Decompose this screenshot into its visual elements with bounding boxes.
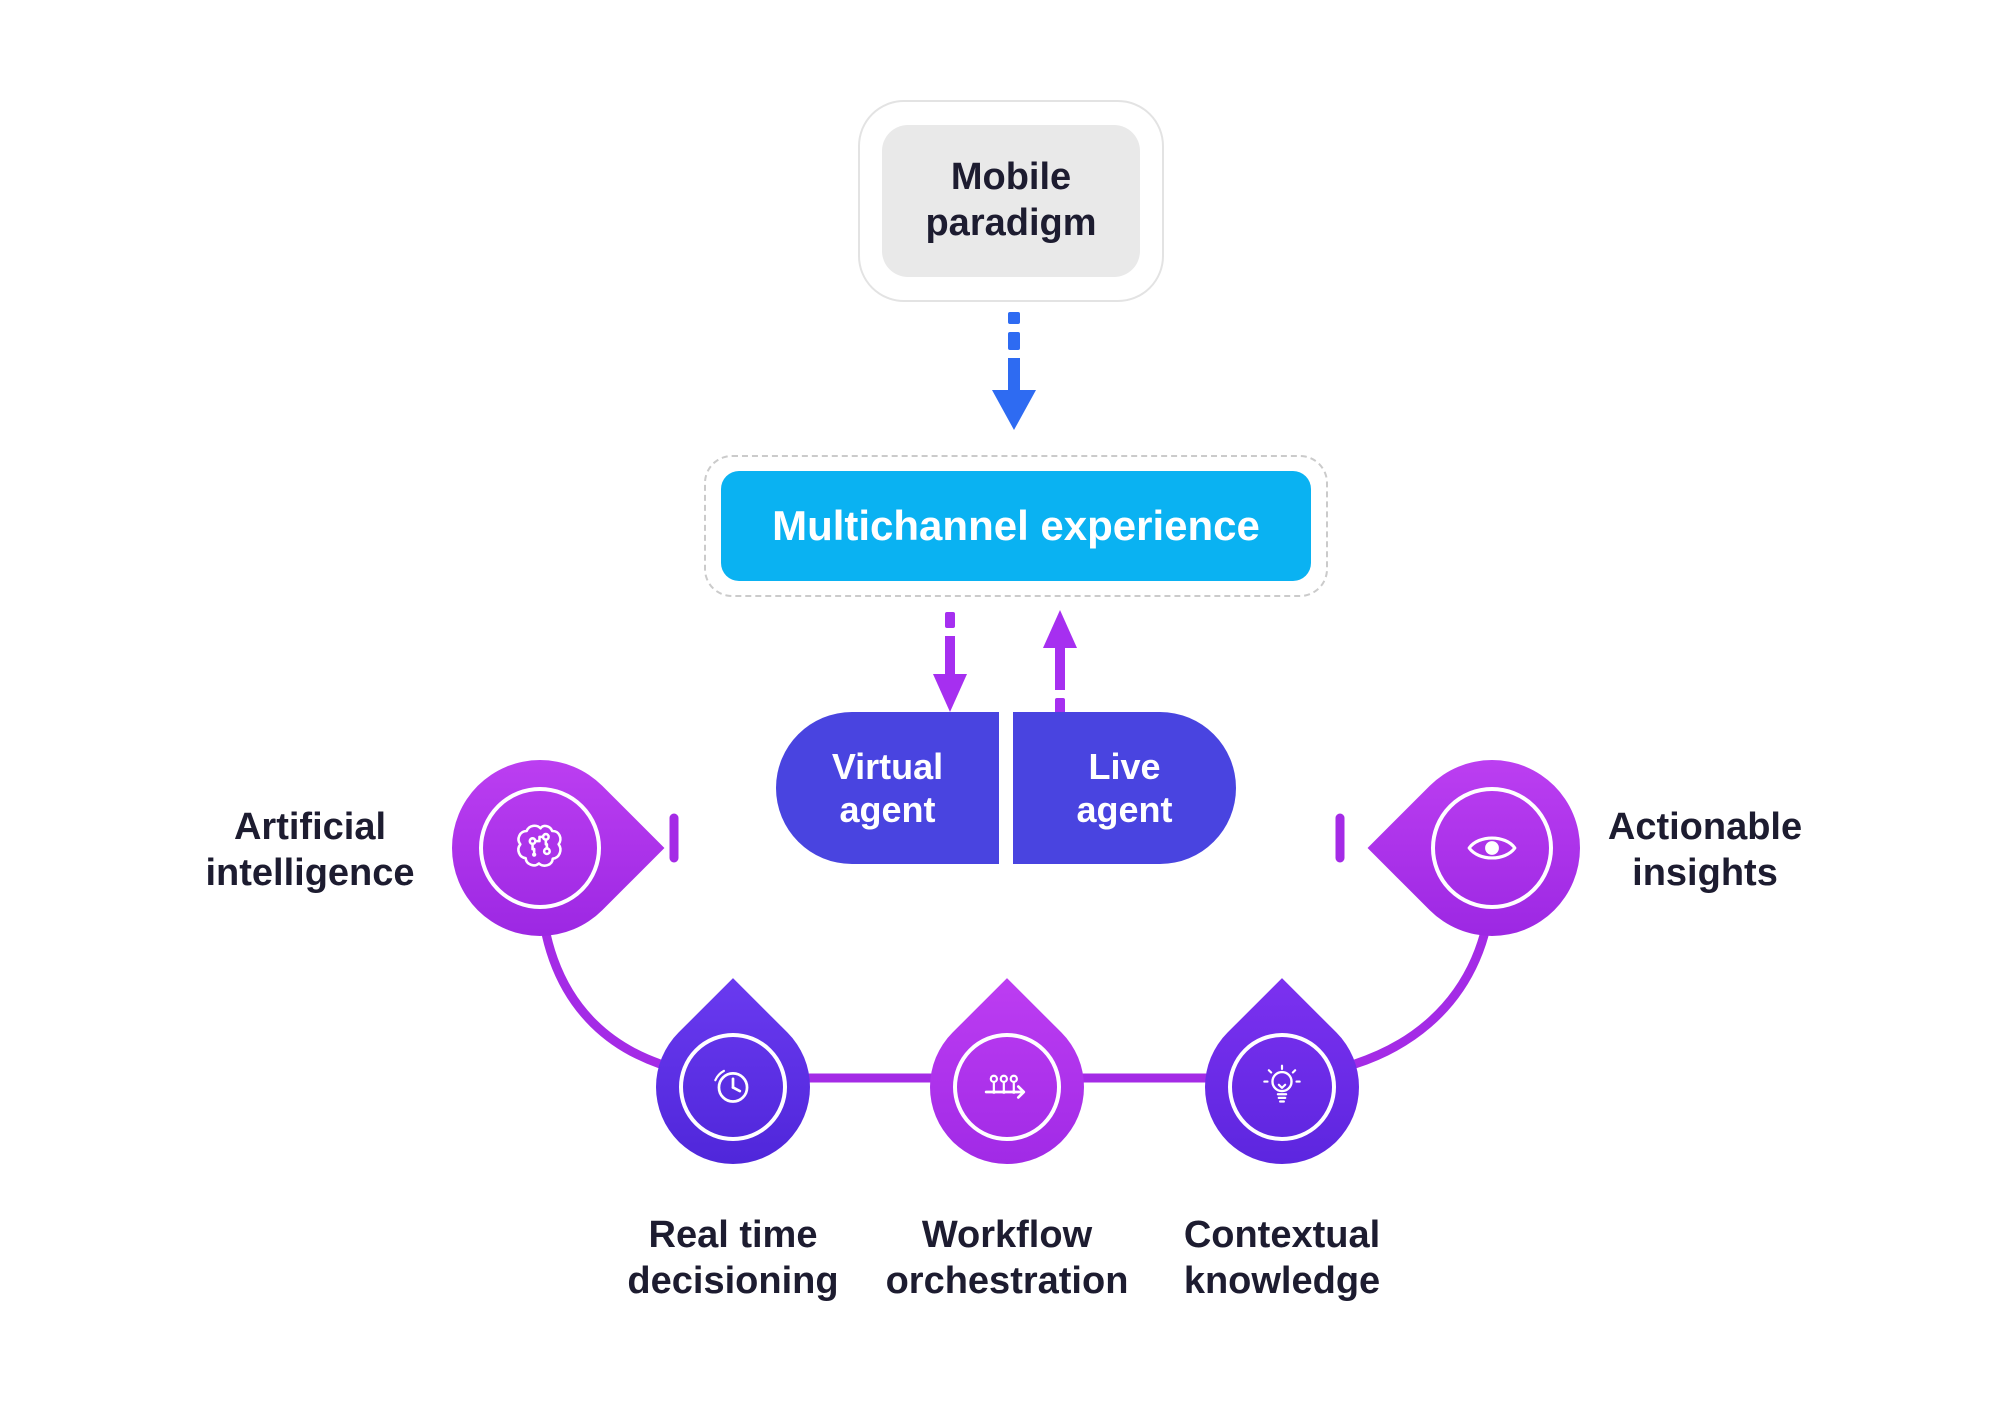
icon-ring: [679, 1033, 787, 1141]
virtual-agent-label: Virtual agent: [831, 745, 944, 830]
workflow-orchestration-label: Workflow orchestration: [885, 1214, 1129, 1303]
eye-icon: [1467, 836, 1517, 860]
down-arrow-purple-icon: [933, 612, 967, 712]
mobile-paradigm-label: Mobile paradigm: [925, 156, 1097, 244]
artificial-intelligence-label: Artificial intelligence: [205, 806, 415, 895]
multichannel-label: Multichannel experience: [772, 502, 1260, 549]
live-agent-node: Live agent: [1013, 712, 1236, 864]
up-arrow-purple-icon: [1043, 610, 1077, 714]
actionable-insights-node: [1367, 723, 1617, 973]
contextual-knowledge-node: [1173, 978, 1391, 1196]
actionable-insights-label: Actionable insights: [1607, 806, 1803, 895]
lightbulb-icon: [1263, 1064, 1301, 1103]
live-agent-label: Live agent: [1076, 745, 1173, 830]
down-arrow-blue-icon: [992, 312, 1036, 430]
contextual-knowledge-label: Contextual knowledge: [1183, 1214, 1381, 1303]
mobile-paradigm-box: Mobile paradigm: [882, 125, 1140, 277]
clock-icon: [714, 1069, 749, 1103]
workflow-orchestration-node: [898, 978, 1116, 1196]
workflow-icon: [984, 1074, 1026, 1099]
artificial-intelligence-node: [415, 723, 665, 973]
icon-ring: [1431, 787, 1553, 909]
icon-ring: [953, 1033, 1061, 1141]
brain-circuit-icon: [517, 824, 562, 867]
icon-ring: [1228, 1033, 1336, 1141]
real-time-decisioning-node: [624, 978, 842, 1196]
real-time-decisioning-label: Real time decisioning: [627, 1214, 839, 1303]
multichannel-box: Multichannel experience: [721, 471, 1311, 581]
multichannel-node: Multichannel experience: [704, 455, 1328, 597]
icon-ring: [479, 787, 601, 909]
mobile-paradigm-node: Mobile paradigm: [858, 100, 1164, 302]
virtual-agent-node: Virtual agent: [776, 712, 999, 864]
